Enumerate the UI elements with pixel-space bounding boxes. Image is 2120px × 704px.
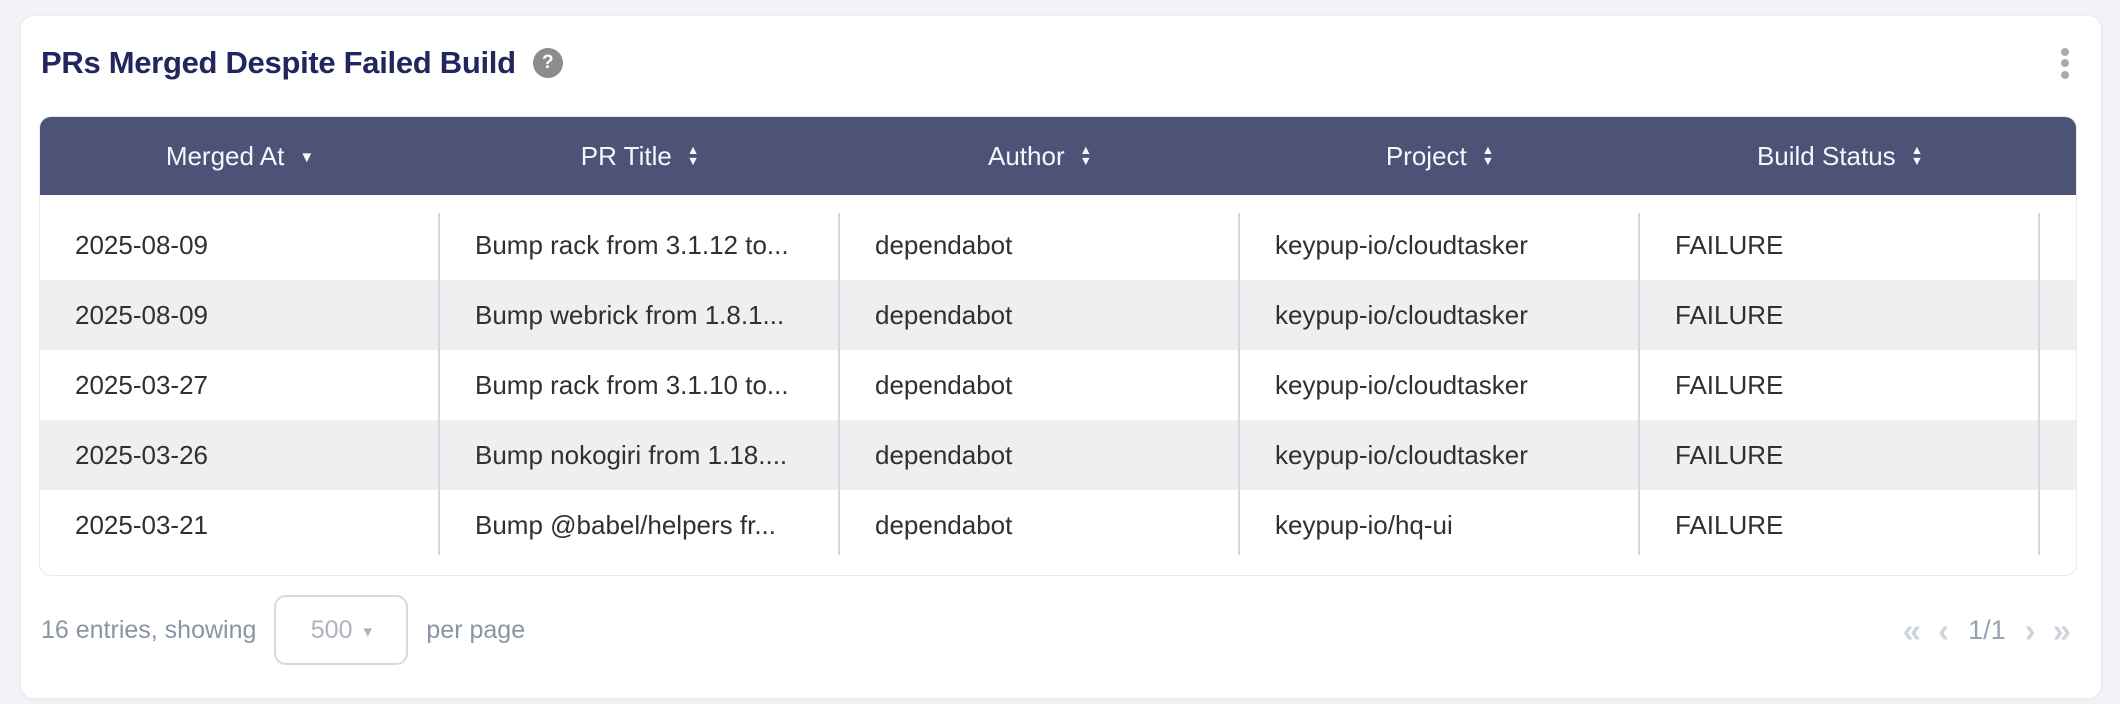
column-divider xyxy=(838,213,840,555)
column-divider xyxy=(1238,213,1240,555)
cell-project: keypup-io/cloudtasker xyxy=(1275,369,1528,400)
column-divider xyxy=(1638,213,1640,555)
page-indicator: 1/1 xyxy=(1968,614,2006,645)
cell-pr-title: Bump webrick from 1.8.1... xyxy=(475,299,785,330)
cell-pr-title: Bump rack from 3.1.12 to... xyxy=(475,229,789,260)
cell-pr-title: Bump rack from 3.1.10 to... xyxy=(475,369,789,400)
sort-icon[interactable]: ▲▼ xyxy=(686,142,700,168)
prs-table: Merged At ▼ PR Title ▲▼ Author ▲▼ Projec… xyxy=(39,116,2077,576)
column-header-pr-title[interactable]: PR Title ▲▼ xyxy=(440,141,840,172)
cell-author: dependabot xyxy=(875,439,1013,470)
cell-merged-at: 2025-08-09 xyxy=(75,229,208,260)
cell-author: dependabot xyxy=(875,369,1013,400)
column-header-merged-at[interactable]: Merged At ▼ xyxy=(40,141,440,172)
sort-down-arrow: ▼ xyxy=(686,153,700,168)
table-row: 2025-03-26 Bump nokogiri from 1.18.... d… xyxy=(40,420,2076,490)
cell-build-status: FAILURE xyxy=(1675,299,1784,330)
sort-down-arrow: ▼ xyxy=(1481,153,1495,168)
page-size-value: 500 xyxy=(310,615,353,644)
cell-pr-link[interactable]: h xyxy=(2040,440,2076,471)
question-mark-glyph: ? xyxy=(541,52,554,73)
sort-up-arrow: ▲ xyxy=(1481,142,1495,157)
pagination: « ‹ 1/1 › » xyxy=(1903,614,2071,647)
cell-build-status: FAILURE xyxy=(1675,229,1784,260)
sort-up-arrow: ▲ xyxy=(686,142,700,157)
sort-up-arrow: ▲ xyxy=(1079,142,1092,157)
cell-merged-at: 2025-03-27 xyxy=(75,369,208,400)
cell-build-status: FAILURE xyxy=(1675,509,1784,540)
sort-icon[interactable]: ▲▼ xyxy=(1910,142,1924,168)
sort-icon[interactable]: ▲▼ xyxy=(1079,142,1092,168)
next-page-button[interactable]: › xyxy=(2024,611,2036,649)
cell-merged-at: 2025-08-09 xyxy=(75,299,208,330)
column-label: Project xyxy=(1385,140,1467,171)
last-page-button[interactable]: » xyxy=(2052,611,2071,649)
sort-up-arrow: ▲ xyxy=(1910,142,1924,157)
cell-project: keypup-io/hq-ui xyxy=(1275,509,1453,540)
kebab-menu-icon[interactable] xyxy=(2057,44,2073,83)
table-row: 2025-08-09 Bump webrick from 1.8.1... de… xyxy=(40,280,2076,350)
cell-project: keypup-io/cloudtasker xyxy=(1275,439,1528,470)
cell-pr-link[interactable]: h xyxy=(2040,370,2076,401)
column-label: Merged At xyxy=(165,140,285,171)
column-divider xyxy=(2038,213,2040,555)
sort-down-arrow: ▼ xyxy=(1910,153,1924,168)
entries-summary: 16 entries, showing xyxy=(41,615,257,644)
sort-desc-icon[interactable]: ▼ xyxy=(299,149,315,166)
kebab-dot xyxy=(2061,47,2069,56)
cell-author: dependabot xyxy=(875,229,1013,260)
kebab-dot xyxy=(2061,59,2069,67)
cell-pr-link[interactable]: h xyxy=(2040,300,2076,331)
help-icon[interactable]: ? xyxy=(532,48,563,78)
column-header-build-status[interactable]: Build Status ▲▼ xyxy=(1640,141,2040,172)
table-header-row: Merged At ▼ PR Title ▲▼ Author ▲▼ Projec… xyxy=(40,117,2076,195)
cell-pr-link[interactable]: h xyxy=(2040,230,2076,261)
column-label: Author xyxy=(988,140,1065,171)
page-size-select[interactable]: 500 ▾ xyxy=(274,595,409,665)
widget-title: PRs Merged Despite Failed Build xyxy=(41,45,516,80)
column-header-author[interactable]: Author ▲▼ xyxy=(840,141,1240,172)
sort-down-arrow: ▼ xyxy=(1079,153,1092,168)
column-divider xyxy=(438,213,440,555)
cell-project: keypup-io/cloudtasker xyxy=(1275,299,1528,330)
cell-merged-at: 2025-03-26 xyxy=(75,439,208,470)
table-row: 2025-03-27 Bump rack from 3.1.10 to... d… xyxy=(40,350,2076,420)
prs-merged-widget-card: PRs Merged Despite Failed Build ? Merged… xyxy=(20,15,2102,699)
table-body: 2025-08-09 Bump rack from 3.1.12 to... d… xyxy=(40,195,2076,575)
column-header-project[interactable]: Project ▲▼ xyxy=(1240,141,1640,172)
table-row: 2025-03-21 Bump @babel/helpers fr... dep… xyxy=(40,490,2076,560)
cell-pr-link[interactable]: h xyxy=(2040,510,2076,541)
first-page-button[interactable]: « xyxy=(1902,611,1922,649)
widget-header: PRs Merged Despite Failed Build ? xyxy=(21,16,2101,88)
cell-author: dependabot xyxy=(875,299,1013,330)
table-row: 2025-08-09 Bump rack from 3.1.12 to... d… xyxy=(40,210,2076,280)
sort-icon[interactable]: ▲▼ xyxy=(1481,142,1495,168)
cell-pr-title: Bump @babel/helpers fr... xyxy=(475,509,776,540)
caret-down-icon: ▾ xyxy=(363,621,373,641)
cell-project: keypup-io/cloudtasker xyxy=(1275,229,1528,260)
cell-pr-title: Bump nokogiri from 1.18.... xyxy=(475,439,788,470)
column-label: PR Title xyxy=(580,140,672,171)
cell-author: dependabot xyxy=(875,509,1013,540)
table-footer: 16 entries, showing 500 ▾ per page « ‹ 1… xyxy=(41,594,2071,666)
prev-page-button[interactable]: ‹ xyxy=(1938,611,1950,649)
cell-build-status: FAILURE xyxy=(1675,439,1784,470)
kebab-dot xyxy=(2061,70,2069,79)
cell-merged-at: 2025-03-21 xyxy=(75,509,208,540)
column-label: Build Status xyxy=(1756,140,1896,171)
per-page-label: per page xyxy=(426,615,526,644)
cell-build-status: FAILURE xyxy=(1675,369,1784,400)
